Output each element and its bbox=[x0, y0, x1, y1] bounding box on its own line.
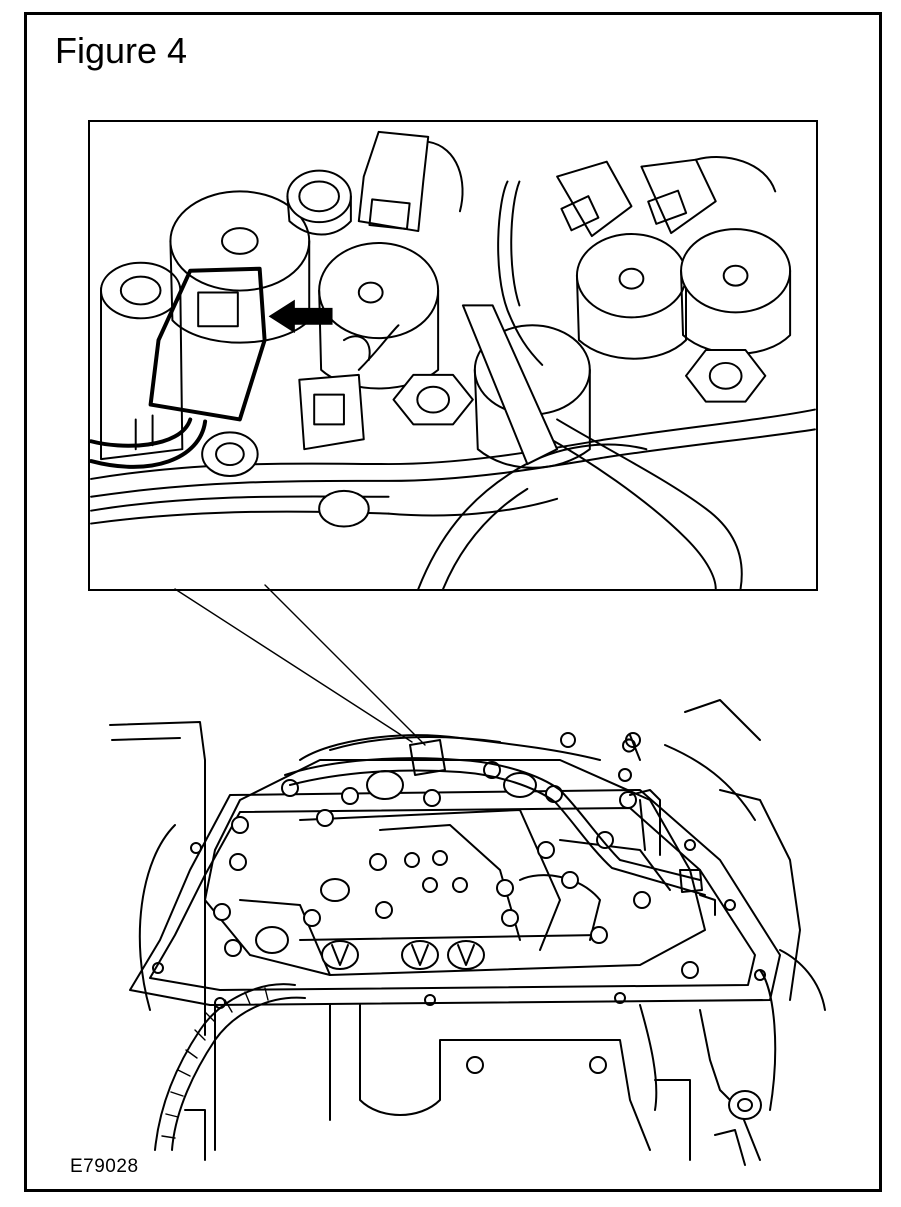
left-cylinder bbox=[100, 261, 184, 461]
figure-code: E79028 bbox=[70, 1156, 139, 1177]
detail-view bbox=[88, 120, 818, 591]
bolts bbox=[201, 349, 767, 528]
center-sensor bbox=[298, 324, 400, 451]
left-arrow-icon bbox=[268, 299, 333, 334]
top-connectors bbox=[357, 130, 777, 366]
detail-illustration bbox=[90, 130, 816, 589]
connector-highlight bbox=[90, 266, 267, 469]
harness-strap bbox=[461, 304, 559, 466]
figure-title: Figure 4 bbox=[55, 30, 188, 71]
figure-frame bbox=[24, 12, 882, 1192]
